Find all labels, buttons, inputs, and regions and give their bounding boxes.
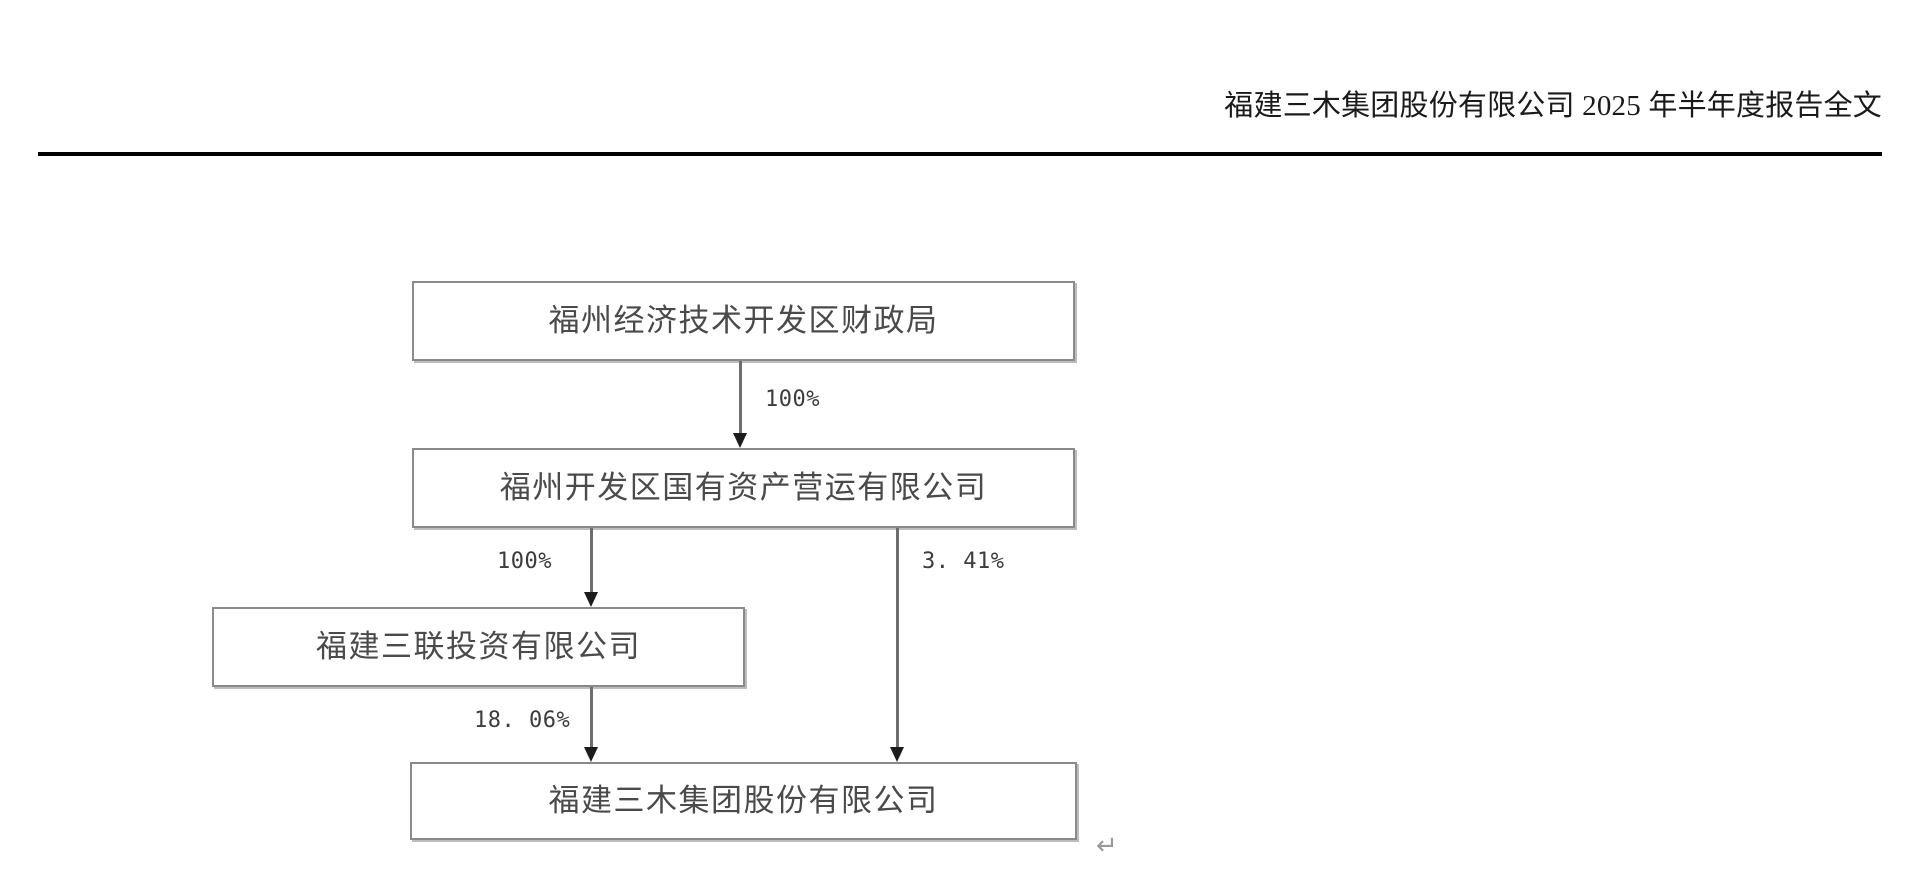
node-finance-bureau-label: 福州经济技术开发区财政局: [548, 302, 939, 338]
edge-label-sanlian-to-sanmu: 18. 06%: [474, 708, 571, 733]
connector-finance-bureau-to-asset-operation: [733, 361, 747, 448]
node-asset-operation[interactable]: 福州开发区国有资产营运有限公司: [412, 448, 1075, 528]
node-asset-operation-label: 福州开发区国有资产营运有限公司: [499, 469, 988, 505]
connector-line: [590, 528, 593, 593]
page-header-title: 福建三木集团股份有限公司 2025 年半年度报告全文: [1224, 90, 1882, 122]
node-sanlian[interactable]: 福建三联投资有限公司: [212, 607, 745, 687]
node-sanmu[interactable]: 福建三木集团股份有限公司: [410, 762, 1077, 840]
paragraph-return-icon: ↵: [1096, 831, 1118, 861]
header-divider-rule: [38, 152, 1882, 156]
edge-label-asset-operation-to-sanmu: 3. 41%: [922, 549, 1005, 574]
connector-line: [590, 687, 593, 748]
connector-line: [896, 528, 899, 748]
arrowhead-icon: [733, 433, 747, 448]
connector-sanlian-to-sanmu: [584, 687, 598, 762]
arrowhead-icon: [584, 747, 598, 762]
arrowhead-icon: [890, 747, 904, 762]
page-header: 福建三木集团股份有限公司 2025 年半年度报告全文: [38, 84, 1882, 136]
arrowhead-icon: [584, 592, 598, 607]
connector-line: [739, 361, 742, 434]
connector-asset-operation-to-sanlian: [584, 528, 598, 607]
node-sanmu-label: 福建三木集团股份有限公司: [548, 782, 939, 818]
node-sanlian-label: 福建三联投资有限公司: [316, 628, 641, 664]
node-finance-bureau[interactable]: 福州经济技术开发区财政局: [412, 281, 1075, 361]
edge-label-asset-operation-to-sanlian: 100%: [497, 549, 552, 574]
connector-asset-operation-to-sanmu: [890, 528, 904, 762]
edge-label-finance-bureau-to-asset-operation: 100%: [765, 387, 820, 412]
